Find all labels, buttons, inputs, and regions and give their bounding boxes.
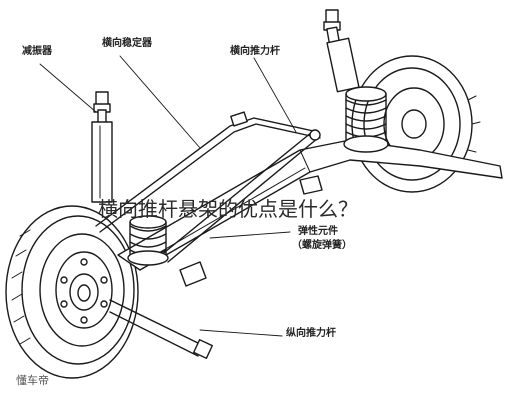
stabilizer-bar: [95, 111, 321, 233]
left-coil-spring: [127, 215, 169, 266]
label-longitudinal-push-rod: 纵向推力杆: [286, 328, 336, 339]
right-shock-absorber: [323, 9, 360, 93]
leader-lines: [39, 55, 297, 337]
label-lateral-stabilizer: 横向稳定器: [102, 38, 152, 49]
trailing-arm: [109, 299, 214, 360]
right-coil-spring: [343, 86, 389, 153]
label-elastic-element: 弹性元件: [298, 226, 338, 237]
left-wheel: [5, 205, 139, 379]
label-shock-absorber: 减振器: [22, 46, 52, 57]
label-lateral-push-rod: 横向推力杆: [230, 46, 280, 57]
overlay-title: 横向推杆悬架的优点是什么？: [98, 197, 358, 221]
left-shock-absorber: [91, 91, 113, 203]
label-coil-spring: （螺旋弹簧）: [292, 240, 352, 251]
center-bracket: [179, 175, 323, 287]
panhard-rod: [159, 129, 321, 263]
watermark: 懂车帝: [16, 374, 49, 387]
